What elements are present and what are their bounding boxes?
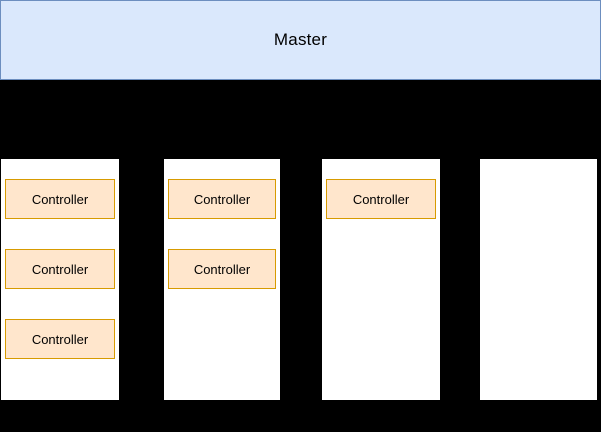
controller-label: Controller (31, 261, 89, 277)
controller-label: Controller (31, 191, 89, 207)
controller-box: Controller (168, 249, 276, 289)
controller-label: Controller (193, 191, 251, 207)
controller-box: Controller (5, 249, 115, 289)
rack-column-1: Controller Controller Controller (1, 159, 119, 400)
controller-box: Controller (5, 319, 115, 359)
controller-label: Controller (352, 191, 410, 207)
controller-box: Controller (326, 179, 436, 219)
master-label: Master (273, 30, 328, 49)
rack-column-2: Controller Controller (164, 159, 280, 400)
rack-column-4 (480, 159, 597, 400)
controller-box: Controller (168, 179, 276, 219)
master-box: Master (0, 0, 601, 80)
rack-column-3: Controller (322, 159, 440, 400)
controller-label: Controller (31, 331, 89, 347)
controller-label: Controller (193, 261, 251, 277)
controller-box: Controller (5, 179, 115, 219)
